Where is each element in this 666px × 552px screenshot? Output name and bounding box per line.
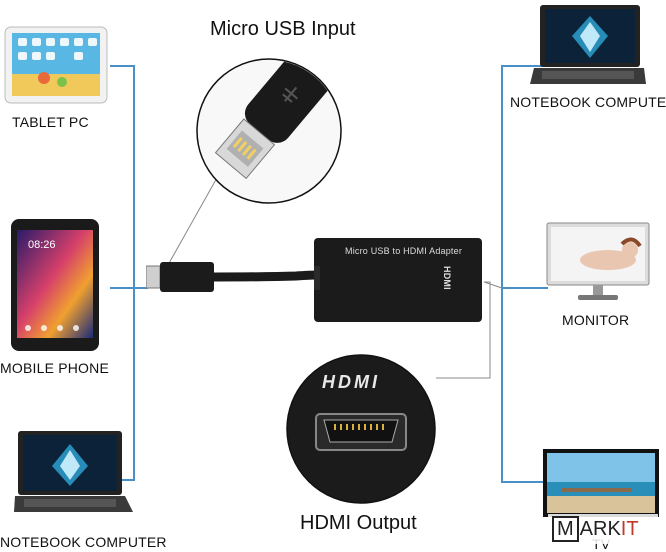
micro-usb-input-title: Micro USB Input bbox=[210, 18, 356, 40]
adapter-cable-image bbox=[146, 236, 486, 326]
tablet-label: TABLET PC bbox=[12, 114, 89, 130]
hdmi-port-zoom-circle bbox=[286, 354, 436, 504]
watermark-rest: ARK bbox=[579, 518, 621, 540]
tv-image bbox=[542, 448, 660, 520]
watermark-m: M bbox=[552, 516, 579, 542]
micro-usb-zoom-circle bbox=[196, 58, 342, 204]
monitor-image bbox=[546, 222, 650, 304]
phone-image: 08:26 bbox=[10, 218, 100, 352]
notebook-left-label: NOTEBOOK COMPUTER bbox=[0, 534, 167, 550]
notebook-right-image bbox=[530, 4, 646, 88]
adapter-label: Micro USB to HDMI Adapter bbox=[345, 246, 463, 256]
watermark-accent: IT bbox=[620, 518, 639, 540]
hdmi-zoom-logo: HDMI bbox=[322, 372, 380, 392]
svg-text:08:26: 08:26 bbox=[28, 239, 56, 251]
monitor-label: MONITOR bbox=[562, 312, 630, 328]
adapter-port-logo: HDMI bbox=[442, 266, 452, 290]
tablet-image bbox=[4, 26, 108, 104]
hdmi-output-title: HDMI Output bbox=[300, 512, 417, 534]
notebook-right-label: NOTEBOOK COMPUTER bbox=[510, 94, 666, 110]
phone-label: MOBILE PHONE bbox=[0, 360, 109, 376]
notebook-left-image bbox=[14, 430, 134, 518]
